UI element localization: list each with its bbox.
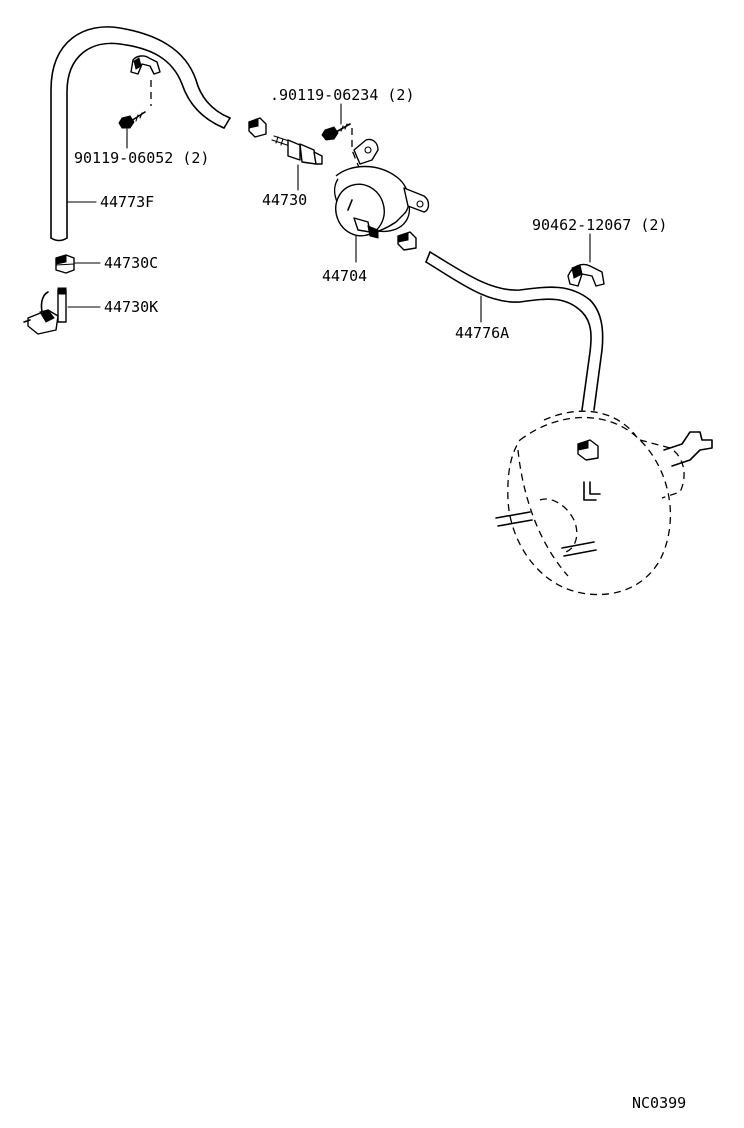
dashed-guide-center xyxy=(351,128,361,171)
label-bolt-90119-06052: 90119-06052 (2) xyxy=(74,149,209,167)
hose-clip-center-upper xyxy=(248,117,267,138)
vacuum-hose-44773f xyxy=(50,26,231,242)
bolt-90119-06234 xyxy=(321,123,351,141)
connector-44730k xyxy=(23,287,67,335)
drawing-code: NC0399 xyxy=(632,1094,686,1112)
check-valve-44730 xyxy=(271,135,323,165)
clip-44730c xyxy=(55,254,75,274)
label-clamp-90462-12067: 90462-12067 (2) xyxy=(532,216,667,234)
label-connector-44730k: 44730K xyxy=(104,298,158,316)
brake-booster xyxy=(495,410,713,596)
label-bolt-90119-06234: .90119-06234 (2) xyxy=(270,86,415,104)
label-hose-44776a: 44776A xyxy=(455,324,509,342)
vacuum-hose-44776a xyxy=(425,251,604,411)
vacuum-reservoir-44704 xyxy=(333,138,430,239)
label-check-valve-44730: 44730 xyxy=(262,191,307,209)
hose-clamp-left xyxy=(130,55,161,75)
hose-clip-center-lower xyxy=(397,231,417,251)
bolt-90119-06052 xyxy=(118,111,146,129)
hose-clamp-right xyxy=(567,263,605,287)
label-hose-44773f: 44773F xyxy=(100,193,154,211)
label-clip-44730c: 44730C xyxy=(104,254,158,272)
label-reservoir-44704: 44704 xyxy=(322,267,367,285)
